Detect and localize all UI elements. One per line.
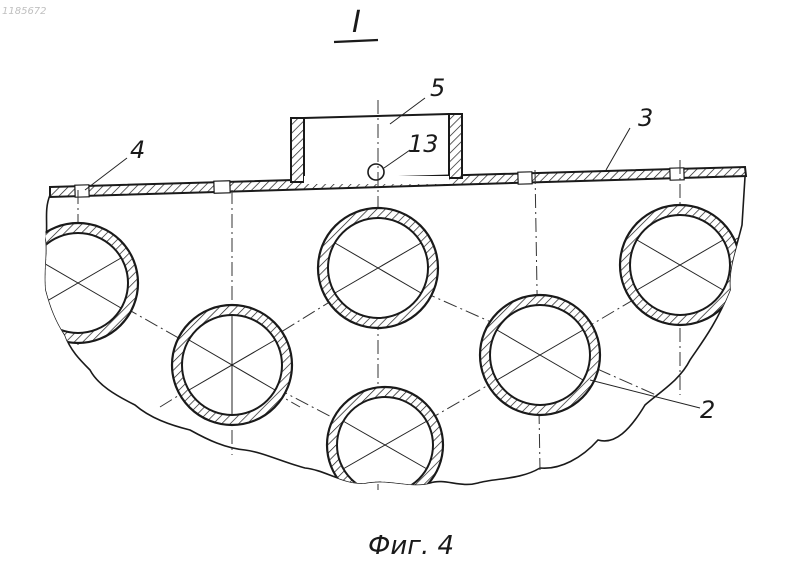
figure-caption: Фиг. 4 bbox=[368, 531, 454, 561]
vent-hole bbox=[368, 164, 384, 180]
tube bbox=[480, 295, 600, 415]
callout-plate-3: 3 bbox=[638, 104, 653, 132]
tube bbox=[172, 305, 292, 425]
tube bbox=[620, 205, 740, 325]
tube-bundle bbox=[18, 205, 740, 503]
section-underline bbox=[334, 40, 378, 42]
tube bbox=[318, 208, 438, 328]
tube bbox=[327, 387, 443, 503]
callout-insert-4: 4 bbox=[130, 136, 145, 164]
section-label: I bbox=[352, 5, 361, 40]
callout-nozzle-5: 5 bbox=[430, 74, 445, 102]
tube bbox=[18, 223, 138, 343]
scan-mark: 1185672 bbox=[2, 6, 47, 17]
callout-tube-2: 2 bbox=[700, 396, 715, 424]
callout-hole-13: 13 bbox=[408, 130, 439, 158]
